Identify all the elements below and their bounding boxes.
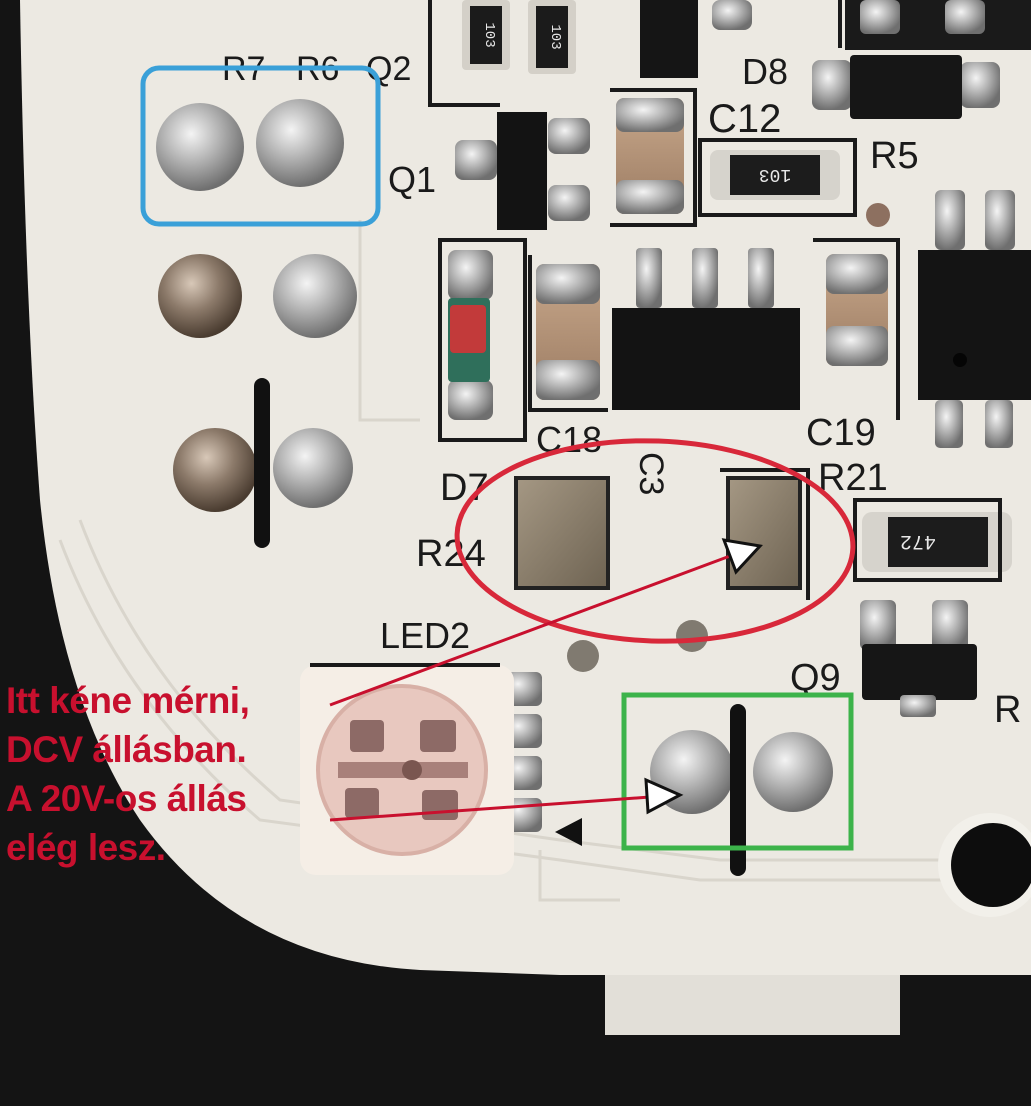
silk-outlines — [310, 0, 1012, 667]
note-line-2: DCV állásban. — [6, 729, 247, 770]
pad-r24-left — [514, 476, 610, 590]
label-r-partial: R — [994, 689, 1021, 731]
mounting-hole — [951, 823, 1031, 907]
res-marking: 103 — [759, 164, 791, 184]
capacitor-c18 — [536, 264, 600, 400]
polarity-triangle — [555, 818, 582, 846]
via — [676, 620, 708, 652]
resistor-103-top-left: 103 — [462, 0, 510, 70]
pad-r24-right — [726, 476, 802, 590]
label-q1: Q1 — [388, 159, 436, 200]
via — [567, 640, 599, 672]
pad-right-row2 — [273, 254, 357, 338]
label-c19: C19 — [806, 412, 876, 454]
pcb-tab — [605, 975, 900, 1035]
note-line-3: A 20V-os állás — [6, 778, 247, 819]
measurement-note: Itt kéne mérni, DCV állásban. A 20V-os á… — [6, 676, 250, 872]
resistor-103-top-right: 103 — [528, 0, 576, 74]
arrow-to-green — [329, 777, 684, 822]
note-line-1: Itt kéne mérni, — [6, 680, 250, 721]
label-r21: R21 — [818, 457, 888, 499]
label-q2: Q2 — [366, 50, 411, 88]
arrow-to-red — [329, 538, 763, 707]
pad-measure-right — [753, 732, 833, 812]
note-line-4: elég lesz. — [6, 827, 166, 868]
label-led2: LED2 — [380, 615, 470, 656]
pad-right-row3 — [273, 428, 353, 508]
silk-bar-left — [254, 378, 270, 548]
capacitor-c12 — [616, 98, 684, 214]
chip-top — [640, 0, 698, 78]
pad-r7 — [156, 103, 244, 191]
label-c12: C12 — [708, 97, 781, 141]
transistor-q1 — [455, 112, 590, 230]
res-marking: 103 — [547, 24, 563, 49]
ic-right — [918, 190, 1031, 448]
transistor-q9 — [860, 600, 977, 717]
label-r24: R24 — [416, 533, 486, 575]
pad-r6 — [256, 99, 344, 187]
label-d8: D8 — [742, 51, 788, 92]
green-highlight-box — [621, 692, 854, 851]
ic-center — [612, 248, 800, 410]
diode-d7 — [448, 250, 493, 420]
capacitor-c19 — [826, 254, 888, 366]
silk-bar-right — [730, 704, 746, 876]
via — [866, 203, 890, 227]
res-marking: 472 — [900, 529, 936, 552]
res-marking: 103 — [481, 22, 497, 47]
label-q9: Q9 — [790, 657, 841, 699]
solder-pad — [712, 0, 752, 30]
led2-package — [300, 665, 542, 875]
pad-left-row2 — [158, 254, 242, 338]
label-c3: C3 — [632, 452, 670, 495]
diode-d8 — [812, 55, 1000, 119]
resistor-472: 472 — [862, 512, 1012, 572]
label-r5: R5 — [870, 135, 919, 177]
red-highlight-ellipse — [454, 438, 856, 644]
resistor-103-c12: 103 — [710, 150, 840, 200]
pad-left-row3 — [173, 428, 257, 512]
pcb-traces — [58, 220, 1031, 902]
blue-highlight-box — [140, 65, 381, 227]
